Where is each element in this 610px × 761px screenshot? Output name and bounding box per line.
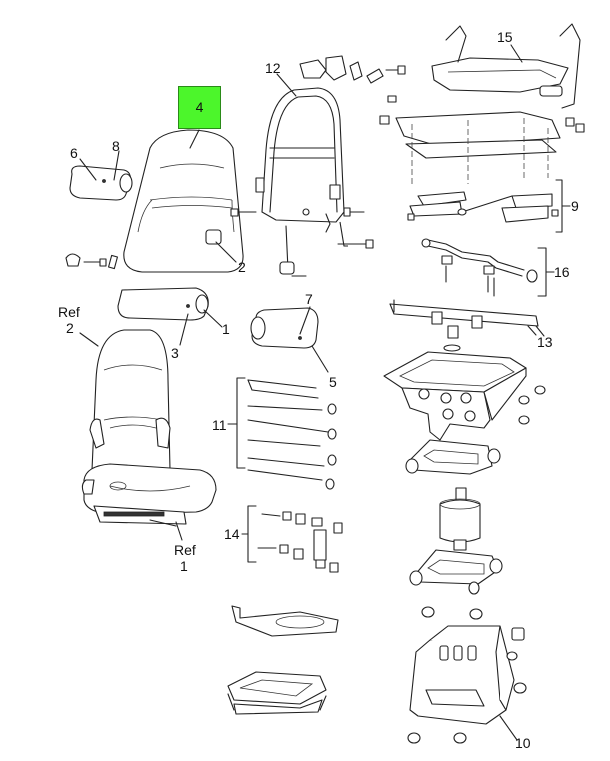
callout-15: 15 <box>497 29 513 45</box>
scissor-link <box>405 439 501 475</box>
callout-4-highlight[interactable]: 4 <box>178 86 221 129</box>
back-frame-12 <box>255 87 345 223</box>
shock-group-14 <box>241 505 343 573</box>
armrest-7 <box>250 307 319 349</box>
callout-13: 13 <box>537 334 553 350</box>
ref-label-lower: Ref <box>174 542 196 558</box>
callout-2-upper: 2 <box>238 259 246 275</box>
armrest-pad-3 <box>117 287 209 321</box>
complete-seat <box>81 329 217 527</box>
air-spring <box>439 487 481 551</box>
callout-2-ref: 2 <box>66 320 74 336</box>
callout-3: 3 <box>171 345 179 361</box>
callout-6: 6 <box>70 145 78 161</box>
slide-rails-9 <box>379 95 585 233</box>
callout-12: 12 <box>265 60 281 76</box>
ref-label-upper: Ref <box>58 304 80 320</box>
rods-11 <box>227 377 337 490</box>
mounting-plate-lower <box>227 671 327 715</box>
linkage-16 <box>421 238 555 297</box>
leader-lines <box>79 44 537 741</box>
seat-back-cover <box>123 129 244 273</box>
cushion-frame-15 <box>431 23 581 109</box>
callout-8: 8 <box>112 138 120 154</box>
callout-4: 4 <box>195 99 204 115</box>
callout-14: 14 <box>224 526 240 542</box>
suspension-top <box>383 325 546 441</box>
knob-hardware <box>65 253 119 270</box>
callout-9: 9 <box>571 198 579 214</box>
callout-10: 10 <box>515 735 531 751</box>
mounting-plate-upper <box>231 605 339 637</box>
scissor-lower <box>409 549 503 595</box>
callout-5: 5 <box>329 374 337 390</box>
callout-1-upper: 1 <box>222 321 230 337</box>
pedestal-base-10 <box>407 606 527 744</box>
frame-hardware-top <box>299 55 406 84</box>
frame-hardware-lower <box>230 207 374 277</box>
callout-1-ref: 1 <box>180 558 188 574</box>
armrest-6 <box>69 165 133 201</box>
callout-11: 11 <box>212 417 227 433</box>
bar-13 <box>389 299 545 337</box>
callout-16: 16 <box>554 264 570 280</box>
callout-7: 7 <box>305 291 313 307</box>
